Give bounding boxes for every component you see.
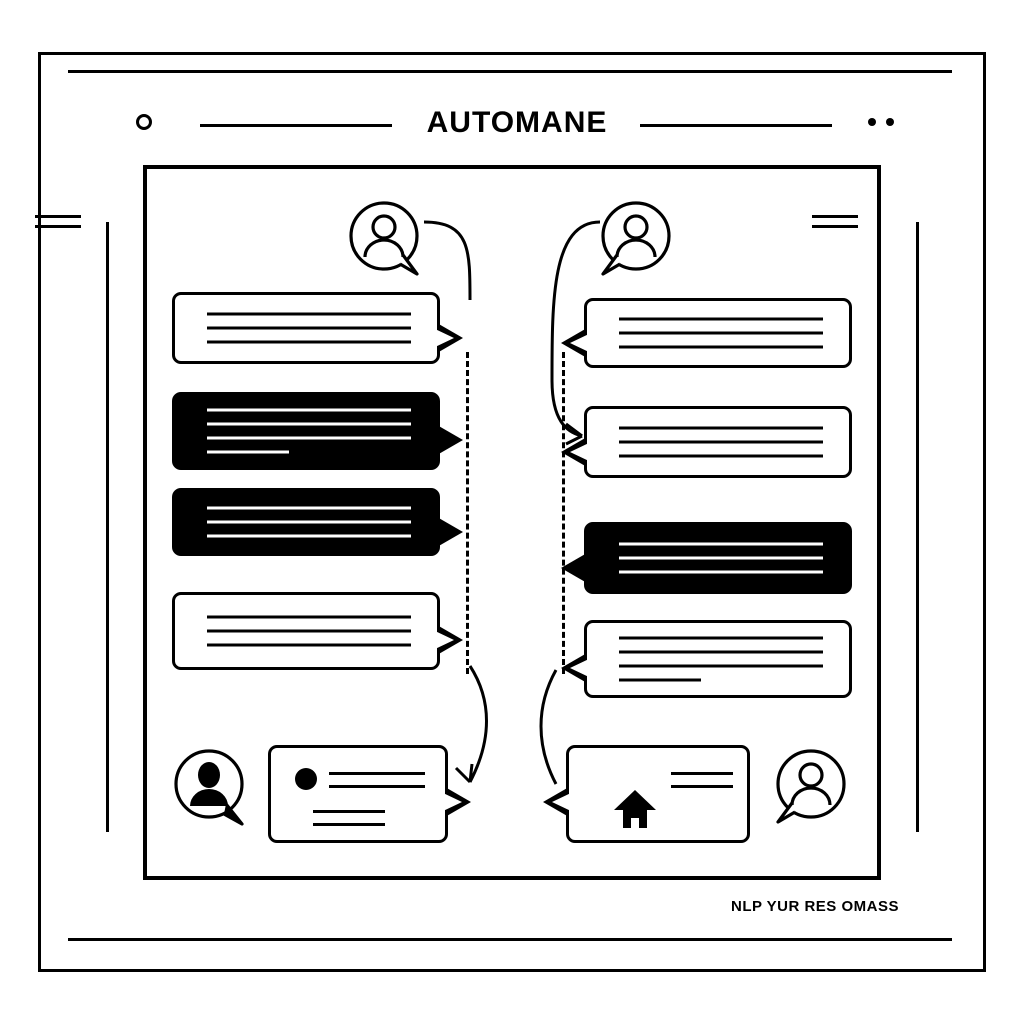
card-tail-icon (543, 786, 573, 817)
user-speech-avatar-icon (174, 749, 244, 826)
bubble-text-lines (619, 636, 823, 682)
bubble-tail-icon (433, 625, 463, 656)
bottom-caption: NLP YUR RES OMASS (731, 898, 899, 915)
rail-right (916, 222, 919, 832)
card-left[interactable] (268, 745, 471, 843)
avatar-top-left[interactable] (345, 200, 423, 278)
bubble-right-3[interactable] (561, 522, 852, 594)
bubble-text-lines (619, 317, 823, 349)
bubble-tail-icon (437, 517, 463, 548)
bubble-left-1[interactable] (172, 292, 463, 364)
bubble-text-lines (207, 506, 411, 538)
bubble-text-lines (207, 615, 411, 647)
page-title: AUTOMANE (426, 106, 608, 139)
top-divider-rule (68, 70, 952, 73)
bubble-left-3[interactable] (172, 488, 463, 556)
menu-mark-right-icon[interactable] (812, 215, 858, 228)
avatar-top-right[interactable] (597, 200, 675, 278)
bottom-divider-rule (68, 938, 952, 941)
bubble-tail-icon (561, 653, 591, 684)
bubble-right-4[interactable] (561, 620, 852, 698)
outer-frame (38, 52, 986, 972)
bubble-right-1[interactable] (561, 298, 852, 368)
rail-left (106, 222, 109, 832)
card-secondary-lines (313, 810, 385, 826)
card-right[interactable] (543, 745, 750, 843)
avatar-bottom-left[interactable] (170, 748, 248, 826)
bubble-left-4[interactable] (172, 592, 463, 670)
bubble-text-lines (619, 426, 823, 458)
title-rule-right (640, 124, 832, 127)
user-speech-avatar-icon (601, 201, 671, 276)
home-icon (613, 788, 657, 830)
card-tail-icon (441, 786, 471, 817)
menu-mark-left-icon[interactable] (35, 215, 81, 228)
bubble-tail-icon (433, 322, 463, 353)
bubble-tail-icon (437, 425, 463, 456)
title-rule-left (200, 124, 392, 127)
bubble-text-lines (619, 542, 823, 574)
bubble-text-lines (207, 408, 411, 454)
avatar-bottom-right[interactable] (772, 748, 850, 826)
titlebar: AUTOMANE (120, 100, 910, 150)
user-speech-avatar-icon (349, 201, 419, 276)
card-primary-lines (671, 772, 733, 788)
center-divider-left (466, 352, 469, 674)
bubble-tail-icon (561, 552, 587, 583)
card-primary-lines (329, 772, 425, 788)
center-divider-right (562, 352, 565, 674)
filled-dot-icon (295, 768, 317, 790)
circle-outline-icon (136, 114, 152, 130)
bubble-right-2[interactable] (561, 406, 852, 478)
bubble-text-lines (207, 312, 411, 344)
bubble-left-2[interactable] (172, 392, 463, 470)
user-speech-avatar-icon (776, 749, 846, 824)
two-dots-icon (868, 118, 902, 128)
conversation-panel (143, 165, 881, 880)
